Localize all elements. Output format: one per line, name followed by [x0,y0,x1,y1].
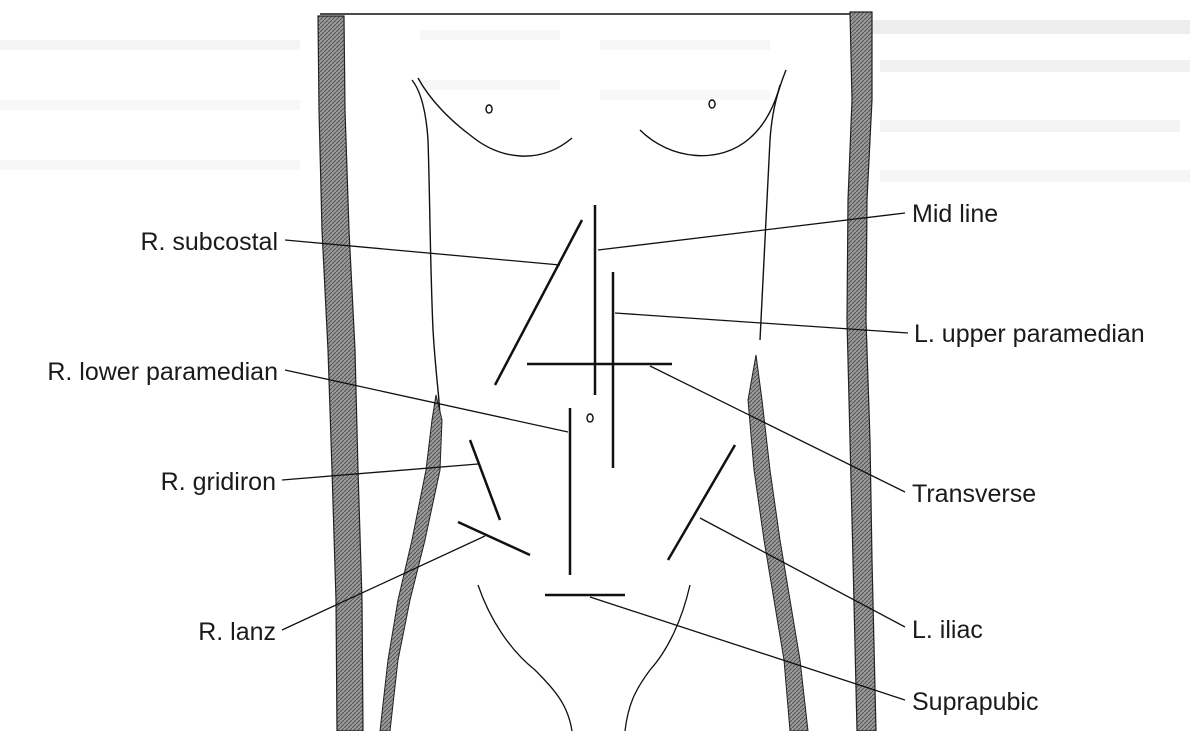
left-border-strip [318,16,363,731]
incision-r-gridiron [470,440,500,520]
label-mid-line: Mid line [912,200,998,228]
leader-r-lower-paramedian [285,370,568,432]
leader-r-gridiron [282,464,478,480]
left-nipple [486,105,492,113]
label-suprapubic: Suprapubic [912,688,1038,716]
bleed-through-background [0,20,1190,182]
leader-l-iliac [700,518,905,627]
incision-l-iliac [668,445,735,560]
right-border-strip [847,12,876,731]
right-groin-curve [625,585,690,731]
incision-r-lanz [458,522,530,555]
incision-r-subcostal [495,220,582,385]
right-flank-hatch [748,355,808,731]
left-flank-hatch [380,395,442,731]
label-r-lower-paramedian: R. lower paramedian [47,358,278,386]
label-r-lanz: R. lanz [198,618,276,646]
label-r-subcostal: R. subcostal [140,228,278,256]
torso-outline [412,70,786,422]
right-nipple [709,100,715,108]
label-r-gridiron: R. gridiron [161,468,276,496]
navel [587,414,593,422]
label-l-iliac: L. iliac [912,616,983,644]
groin-lines [478,585,690,731]
label-l-upper-paramedian: L. upper paramedian [914,320,1145,348]
incisions [458,205,735,595]
leader-r-lanz [282,536,485,630]
left-groin-curve [478,585,572,731]
right-arm-line [760,70,786,340]
left-arm-line [412,80,440,420]
label-transverse: Transverse [912,480,1036,508]
